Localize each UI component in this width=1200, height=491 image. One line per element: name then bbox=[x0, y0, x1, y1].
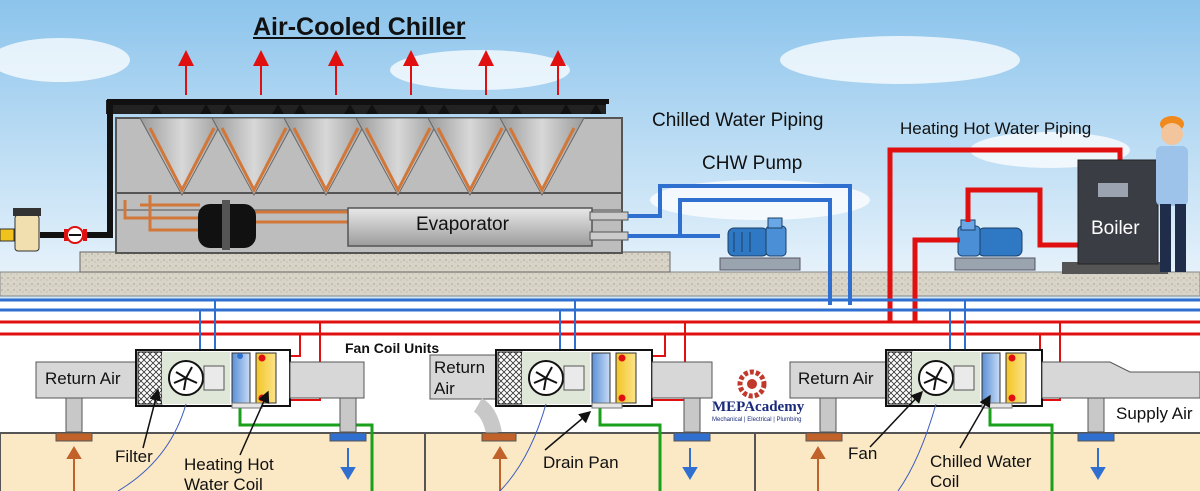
condensate-piping bbox=[238, 406, 1054, 491]
compressor-icon bbox=[198, 200, 256, 250]
fan-coil-unit-3 bbox=[789, 349, 1200, 442]
roof-slab bbox=[0, 271, 1200, 297]
boiler-icon bbox=[1062, 159, 1168, 274]
logo-name: MEPAcademy bbox=[712, 399, 805, 415]
chw-pump-label: CHW Pump bbox=[702, 153, 803, 174]
chilled-water-piping-label: Chilled Water Piping bbox=[652, 110, 824, 131]
hhw-piping-label: Heating Hot Water Piping bbox=[900, 119, 1092, 138]
chw-pump-icon bbox=[719, 217, 801, 271]
chiller-base bbox=[79, 251, 671, 273]
evaporator-label: Evaporator bbox=[416, 214, 509, 235]
fan-coil-units-label: Fan Coil Units bbox=[345, 340, 440, 356]
valve-icon bbox=[64, 226, 87, 244]
chiller-title: Air-Cooled Chiller bbox=[253, 13, 466, 41]
return-air-arrows bbox=[66, 446, 826, 491]
hhw-pump-icon bbox=[954, 219, 1036, 271]
technician-icon bbox=[1156, 116, 1188, 272]
air-cooled-chiller bbox=[79, 100, 671, 273]
boiler-label: Boiler bbox=[1091, 218, 1140, 239]
fan-power-leaders bbox=[117, 403, 937, 491]
heat-rejection-arrows bbox=[178, 50, 566, 95]
room-3 bbox=[754, 432, 1200, 491]
supply-air-label: Supply Air bbox=[1116, 404, 1193, 423]
evaporator-vessel bbox=[347, 207, 629, 247]
filter-label: Filter bbox=[115, 447, 153, 466]
chilled-water-coil-label: Chilled Water Coil bbox=[930, 452, 1032, 491]
return-air-label-2: Return Air bbox=[434, 358, 486, 398]
hhw-roof-piping bbox=[887, 147, 1123, 322]
return-air-label-1: Return Air bbox=[45, 369, 121, 388]
drain-pan-label: Drain Pan bbox=[543, 453, 619, 472]
chw-supply-roof bbox=[628, 184, 852, 305]
fan-label: Fan bbox=[848, 444, 878, 463]
mep-academy-logo-icon bbox=[737, 369, 767, 399]
fan-coil-unit-2 bbox=[429, 349, 713, 442]
label-leaders bbox=[142, 388, 991, 456]
supply-air-arrows bbox=[340, 448, 1106, 480]
logo-tagline: Mechanical | Electrical | Plumbing bbox=[712, 417, 802, 423]
fan-coil-unit-1 bbox=[35, 349, 367, 442]
heating-hot-water-coil-label: Heating Hot Water Coil bbox=[184, 455, 274, 491]
return-air-label-3: Return Air bbox=[798, 369, 874, 388]
strainer-icon bbox=[0, 208, 41, 252]
refrigerant-tubing bbox=[123, 127, 576, 232]
